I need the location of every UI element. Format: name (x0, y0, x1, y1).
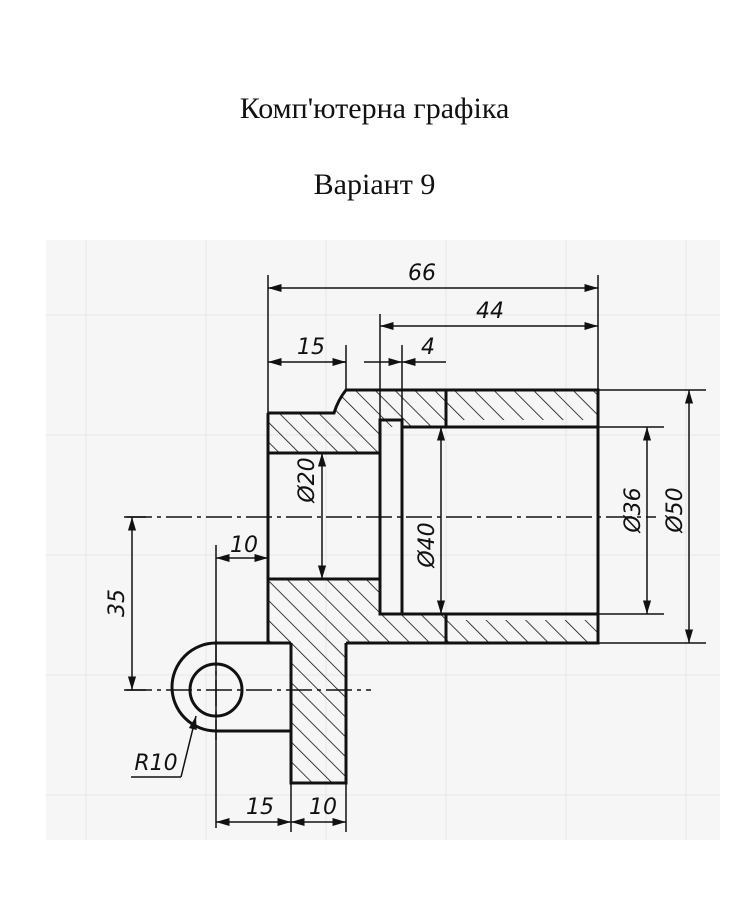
variant-label: Варіант 9 (313, 168, 436, 201)
dim-outer-dia: Ø50 (663, 487, 688, 533)
hatched-sections (268, 390, 598, 783)
dim-center-distance: 35 (105, 589, 130, 617)
dim-groove-dia: Ø40 (415, 522, 440, 568)
technical-drawing: 66 44 15 4 Ø20 Ø40 Ø36 Ø50 10 35 R10 15 … (46, 240, 720, 840)
dim-flange-length: 15 (297, 335, 325, 360)
dim-bore-length: 44 (476, 299, 504, 324)
dim-overall-length: 66 (408, 261, 436, 286)
part-outline (170, 388, 600, 785)
dim-lug-radius: R10 (134, 751, 177, 776)
lower-wall-section (268, 579, 598, 783)
dimension-lines (124, 275, 706, 832)
document-title: Комп'ютерна графіка (239, 92, 510, 125)
dim-bore-dia: Ø36 (621, 487, 646, 533)
dim-lug-length: 15 (246, 795, 274, 820)
upper-wall-section (268, 390, 598, 453)
dim-lug-offset: 10 (230, 533, 258, 558)
background-grid (46, 240, 720, 840)
dimension-labels: 66 44 15 4 Ø20 Ø40 Ø36 Ø50 10 35 R10 15 … (105, 261, 688, 820)
dim-small-bore-dia: Ø20 (295, 457, 320, 503)
dim-groove-width: 4 (421, 335, 435, 360)
dim-rib-thickness: 10 (309, 795, 337, 820)
